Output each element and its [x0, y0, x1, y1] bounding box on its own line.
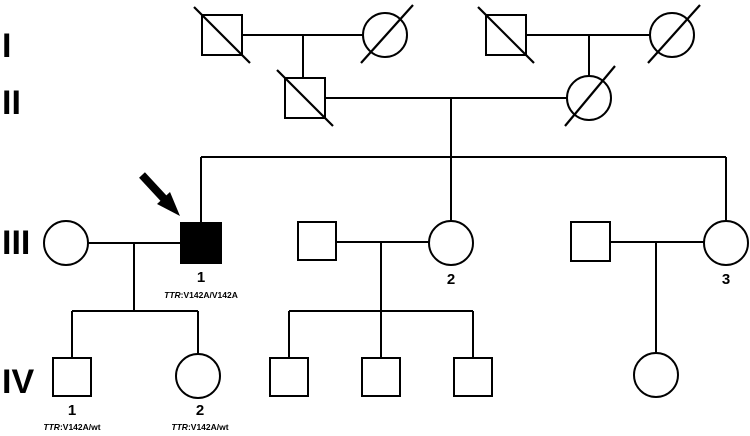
genotype-iii-1: TTR:V142A/V142A [164, 290, 238, 300]
individual-number-iii-1: 1 [197, 269, 205, 286]
deceased-mark [276, 69, 334, 127]
generation-ii [276, 65, 616, 127]
female-symbol [175, 353, 221, 399]
deceased-mark [477, 6, 535, 64]
genotype-value: :V142A/wt [60, 422, 101, 432]
generation-label-ii: II [2, 84, 21, 122]
male-symbol [52, 357, 92, 397]
individual-number-iii-3: 3 [722, 271, 730, 288]
deceased-mark [564, 65, 616, 127]
genotype-value: :V142A/V142A [181, 290, 238, 300]
deceased-mark [193, 6, 251, 64]
genotype-iv-1: TTR:V142A/wt [43, 422, 100, 432]
gene-symbol: TTR [43, 422, 60, 432]
individual-number-iv-1: 1 [68, 402, 76, 419]
generation-i [193, 4, 701, 64]
male-symbol [269, 357, 309, 397]
female-symbol [633, 352, 679, 398]
male-symbol [453, 357, 493, 397]
gene-symbol: TTR [171, 422, 188, 432]
female-symbol [428, 220, 474, 266]
generation-label-iv: IV [2, 363, 34, 401]
gene-symbol: TTR [164, 290, 181, 300]
proband-arrow [139, 172, 180, 216]
genotype-iv-2: TTR:V142A/wt [171, 422, 228, 432]
male-symbol [297, 221, 337, 261]
deceased-mark [360, 4, 414, 64]
individual-number-iv-2: 2 [196, 402, 204, 419]
deceased-mark [647, 4, 701, 64]
genotype-value: :V142A/wt [188, 422, 229, 432]
male-symbol [361, 357, 401, 397]
male-symbol [570, 221, 611, 262]
male-symbol-affected-proband [180, 222, 222, 264]
generation-iii [43, 220, 749, 266]
generation-label-iii: III [2, 224, 30, 262]
female-symbol [43, 220, 89, 266]
generation-iv [52, 352, 679, 399]
generation-label-i: I [2, 27, 11, 65]
female-symbol [703, 220, 749, 266]
individual-number-iii-2: 2 [447, 271, 455, 288]
